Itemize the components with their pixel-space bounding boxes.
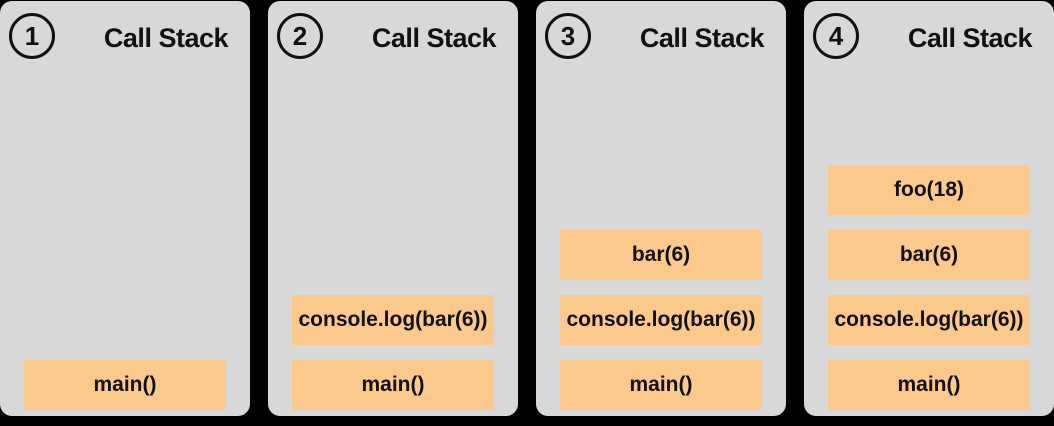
step-number: 2 [292, 21, 308, 51]
stack-frame: main() [828, 360, 1030, 410]
step-number: 4 [828, 21, 844, 51]
stack-frames: main() [24, 360, 226, 410]
step-number-badge: 2 [277, 13, 323, 59]
stack-frame: main() [292, 360, 494, 410]
stack-frame: console.log(bar(6)) [292, 295, 494, 345]
stack-frames: console.log(bar(6)) main() [292, 295, 494, 410]
call-stack-panel-2: 2 Call Stack console.log(bar(6)) main() [268, 1, 518, 416]
panel-title: Call Stack [371, 23, 497, 53]
step-number: 3 [560, 21, 576, 51]
call-stack-panel-3: 3 Call Stack bar(6) console.log(bar(6)) … [536, 1, 786, 416]
stack-frame: main() [24, 360, 226, 410]
panel-title: Call Stack [639, 23, 765, 53]
step-number-badge: 4 [813, 13, 859, 59]
step-number: 1 [24, 21, 40, 51]
stack-frames: bar(6) console.log(bar(6)) main() [560, 230, 762, 410]
step-number-badge: 3 [545, 13, 591, 59]
call-stack-panel-4: 4 Call Stack foo(18) bar(6) console.log(… [804, 1, 1054, 416]
stack-frame: bar(6) [560, 230, 762, 280]
panel-title: Call Stack [907, 23, 1033, 53]
stack-frame: console.log(bar(6)) [560, 295, 762, 345]
stack-frame: foo(18) [828, 165, 1030, 215]
stack-frame: main() [560, 360, 762, 410]
stack-frames: foo(18) bar(6) console.log(bar(6)) main(… [828, 165, 1030, 410]
stack-frame: console.log(bar(6)) [828, 295, 1030, 345]
stack-frame: bar(6) [828, 230, 1030, 280]
step-number-badge: 1 [9, 13, 55, 59]
panel-title: Call Stack [103, 23, 229, 53]
call-stack-panel-1: 1 Call Stack main() [0, 1, 250, 416]
